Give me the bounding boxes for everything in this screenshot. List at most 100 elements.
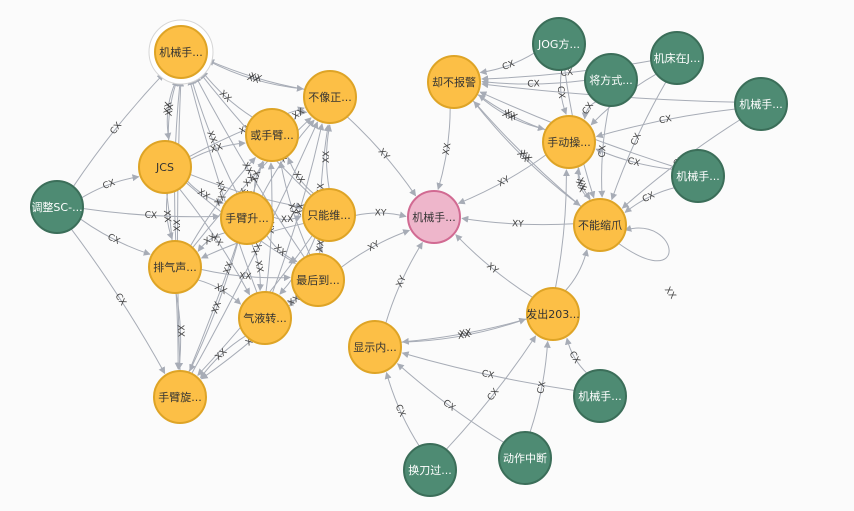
edge-n11-n3[interactable]	[188, 160, 265, 373]
node-n23[interactable]: 手动操...	[542, 115, 596, 169]
edge-n9-n3[interactable]	[278, 161, 311, 256]
node-n21[interactable]: 机床在J...	[650, 31, 704, 85]
edge-n5-n11[interactable]	[70, 228, 166, 375]
edge-n14-n16[interactable]	[445, 335, 537, 450]
node-n5[interactable]: 调整SC-...	[30, 180, 84, 234]
edge-n6-n8[interactable]	[197, 232, 226, 252]
edge-n5-n8[interactable]	[79, 218, 151, 256]
edge-n16-n23[interactable]	[554, 169, 570, 289]
edge-n8-n9[interactable]	[200, 268, 291, 282]
node-circle[interactable]	[407, 190, 461, 244]
edge-n7-n9[interactable]	[316, 240, 325, 253]
node-n8[interactable]: 排气声...	[148, 240, 202, 294]
node-circle[interactable]	[542, 115, 596, 169]
node-circle[interactable]	[302, 188, 356, 242]
node-circle[interactable]	[220, 191, 274, 245]
node-circle[interactable]	[153, 370, 207, 424]
node-n22[interactable]: 机械手...	[734, 77, 788, 131]
edge-n4-n2[interactable]	[188, 106, 305, 158]
node-circle[interactable]	[238, 291, 292, 345]
edge-n7-n3[interactable]	[287, 157, 315, 195]
node-n3[interactable]: 或手臂...	[245, 108, 299, 162]
edge-n17-n16[interactable]	[564, 337, 588, 374]
node-circle[interactable]	[245, 108, 299, 162]
edge-n9-n12[interactable]	[340, 229, 411, 268]
edge-n4-n3[interactable]	[189, 140, 246, 160]
node-n9[interactable]: 最后到...	[291, 253, 345, 307]
node-circle[interactable]	[734, 77, 788, 131]
edge-n9-n1[interactable]	[194, 75, 306, 258]
node-n18[interactable]: 却不报警	[427, 55, 481, 109]
edge-n23-n12[interactable]	[457, 154, 547, 205]
edge-n18-n25[interactable]	[472, 99, 581, 206]
node-circle[interactable]	[526, 287, 580, 341]
node-n14[interactable]: 换刀过...	[403, 443, 457, 497]
edge-n16-n13[interactable]	[401, 318, 528, 345]
edge-n8-n11[interactable]	[175, 292, 184, 370]
node-circle[interactable]	[498, 431, 552, 485]
node-n24[interactable]: 机械手...	[671, 149, 725, 203]
node-n13[interactable]: 显示内...	[348, 320, 402, 374]
edge-n22-n23[interactable]	[595, 108, 736, 139]
node-n2[interactable]: 不像正...	[303, 70, 357, 124]
node-n25[interactable]: 不能缩爪	[573, 198, 627, 252]
node-n7[interactable]: 只能维...	[302, 188, 356, 242]
edge-n1-n2[interactable]	[205, 59, 304, 92]
node-circle[interactable]	[427, 55, 481, 109]
edge-n17-n13[interactable]	[401, 351, 575, 391]
edge-n5-n6[interactable]	[82, 208, 220, 221]
edge-n11-n2[interactable]	[191, 121, 319, 374]
edge-n18-n23[interactable]	[476, 93, 545, 132]
edge-n21-n25[interactable]	[610, 81, 667, 201]
edge-n25-n12[interactable]	[461, 215, 575, 226]
edge-n16-n12[interactable]	[455, 234, 534, 298]
node-circle[interactable]	[532, 17, 586, 71]
node-n12[interactable]: 机械手...	[407, 190, 461, 244]
edge-n6-n1[interactable]	[189, 77, 238, 195]
node-circle[interactable]	[291, 253, 345, 307]
edge-n10-n11[interactable]	[200, 335, 247, 379]
edge-n13-n12[interactable]	[385, 241, 423, 324]
node-circle[interactable]	[138, 140, 192, 194]
node-n17[interactable]: 机械手...	[573, 369, 627, 423]
node-n19[interactable]: JOG方...	[532, 17, 586, 71]
edge-n4-n6[interactable]	[186, 180, 224, 205]
edge-n15-n16[interactable]	[529, 340, 551, 433]
edge-n16-n25[interactable]	[564, 249, 589, 292]
edge-n19-n18[interactable]	[479, 52, 535, 76]
node-n10[interactable]: 气液转...	[238, 291, 292, 345]
node-circle[interactable]	[403, 443, 457, 497]
edge-n20-n25[interactable]	[598, 105, 610, 198]
node-circle[interactable]	[30, 180, 84, 234]
node-circle[interactable]	[348, 320, 402, 374]
node-circle[interactable]	[148, 240, 202, 294]
node-circle[interactable]	[584, 53, 638, 107]
edge-n18-n12[interactable]	[436, 107, 451, 190]
edge-n2-n12[interactable]	[346, 116, 417, 197]
node-n11[interactable]: 手臂旋...	[153, 370, 207, 424]
node-n6[interactable]: 手臂升...	[220, 191, 274, 245]
edge-n4-n10[interactable]	[178, 188, 250, 296]
node-circle[interactable]	[573, 198, 627, 252]
edge-n7-n12[interactable]	[354, 211, 407, 219]
node-n15[interactable]: 动作中断	[498, 431, 552, 485]
edge-n25-n18[interactable]	[473, 101, 582, 208]
edge-n20-n23[interactable]	[581, 101, 597, 120]
edge-n13-n16[interactable]	[400, 317, 527, 343]
edge-n25-n25[interactable]	[617, 224, 670, 262]
edge-n24-n25[interactable]	[624, 187, 675, 213]
node-circle[interactable]	[154, 25, 208, 79]
node-n4[interactable]: JCS	[138, 140, 192, 194]
edge-n11-n1[interactable]	[176, 79, 185, 372]
node-circle[interactable]	[671, 149, 725, 203]
node-n1[interactable]: 机械手...	[148, 19, 214, 85]
node-n20[interactable]: 将方式...	[584, 53, 638, 107]
edge-n19-n23[interactable]	[560, 69, 568, 115]
edge-n8-n10[interactable]	[197, 279, 242, 305]
edge-n10-n1[interactable]	[187, 78, 258, 294]
edge-n5-n4[interactable]	[81, 174, 140, 199]
node-circle[interactable]	[303, 70, 357, 124]
node-n16[interactable]: 发出203...	[526, 287, 580, 341]
